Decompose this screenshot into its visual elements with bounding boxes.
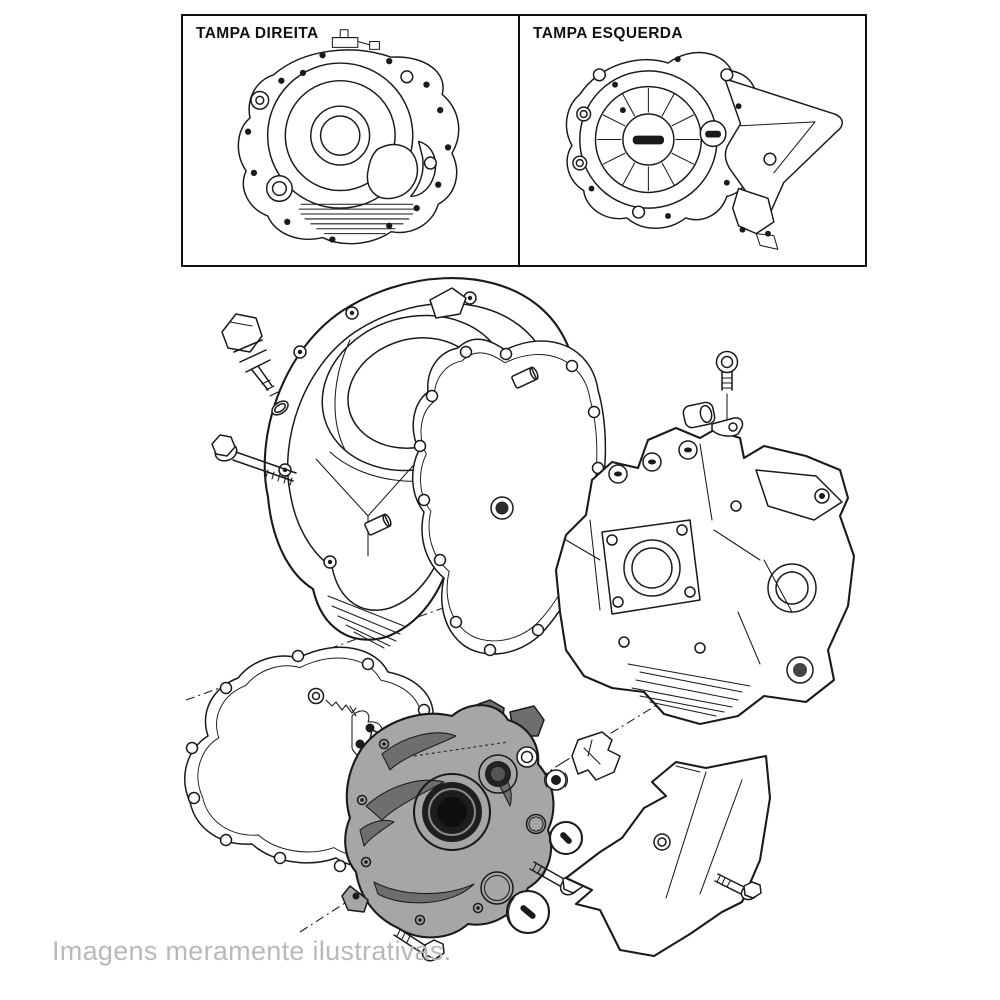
crankcase-assembly xyxy=(554,426,856,726)
screw-and-spring xyxy=(307,687,357,714)
crank-bore xyxy=(767,563,817,613)
cover-main-opening xyxy=(412,772,492,852)
dipstick-threads xyxy=(261,379,279,397)
panel-left-cover-label: TAMPA ESQUERDA xyxy=(533,25,683,42)
gasket-holes xyxy=(413,345,605,657)
bolt-threads xyxy=(265,469,293,486)
cover-bolt-holes xyxy=(356,738,484,926)
left-cover-drawing xyxy=(565,51,843,250)
sensor-clamp xyxy=(682,401,744,437)
sprocket-cover-bolt xyxy=(714,873,762,901)
panel-right-cover-label: TAMPA DIREITA xyxy=(196,25,319,42)
reference-panels: TAMPA DIREITA xyxy=(181,14,867,267)
fan-fins xyxy=(596,88,700,192)
panel-right-cover: TAMPA DIREITA xyxy=(183,16,520,265)
bolt-dots xyxy=(244,52,452,243)
case-lines xyxy=(565,443,793,665)
case-fins xyxy=(627,663,751,717)
oil-filler-cap xyxy=(505,889,551,935)
o-ring-small xyxy=(525,813,547,835)
rubber-cushion xyxy=(571,731,621,781)
flange-bolt-bottom xyxy=(393,927,445,962)
left-cover-highlighted xyxy=(341,699,555,939)
panel-left-cover: TAMPA ESQUERDA xyxy=(520,16,865,265)
ribbed-grommet xyxy=(543,769,569,791)
stud-bosses xyxy=(608,440,698,484)
timing-plug xyxy=(548,820,584,856)
top-sensor xyxy=(331,29,380,50)
bolt-dots xyxy=(588,56,771,237)
right-crankcase-cover-art xyxy=(237,29,460,245)
sprocket-cover xyxy=(564,754,772,958)
collar-seal xyxy=(516,746,538,768)
engine-mount-bracket xyxy=(755,469,843,521)
o-ring-large xyxy=(480,871,514,905)
socket-bolt-top xyxy=(715,350,739,391)
caption-text: Imagens meramente ilustrativas. xyxy=(52,936,452,966)
cover-small-opening xyxy=(478,754,518,794)
flange-bolt-left xyxy=(211,434,297,486)
left-crankcase-cover-art xyxy=(565,51,843,250)
oil-dipstick xyxy=(221,313,289,416)
right-cover-drawing xyxy=(237,29,460,245)
cover-fins xyxy=(327,595,405,649)
